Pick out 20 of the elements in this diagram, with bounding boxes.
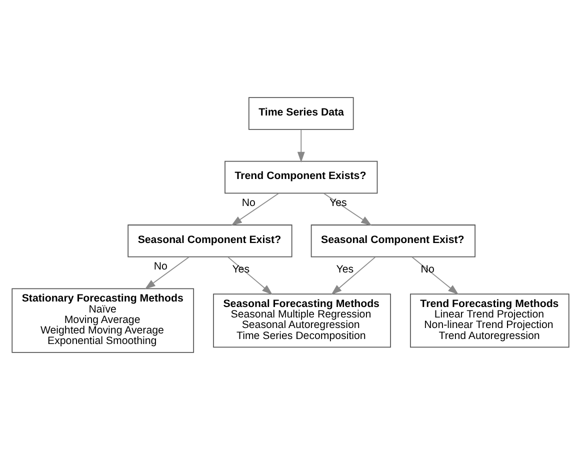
node-box: Stationary Forecasting Methods Naïve Moving Average Weighted Moving Average Exponential Smoothing	[12, 288, 194, 353]
edge-label: No	[154, 260, 168, 273]
node-box: Time Series Data	[248, 97, 354, 130]
node-box: Seasonal Component Exist?	[128, 224, 292, 258]
edge-label: Yes	[330, 196, 347, 209]
node-box: Seasonal Component Exist?	[310, 224, 476, 258]
node-box: Trend Forecasting Methods Linear Trend Projection Non-linear Trend Projection Trend Autoregression	[410, 294, 570, 348]
arrow	[144, 256, 190, 290]
arrow	[297, 129, 305, 163]
node-box: Trend Component Exists?	[224, 160, 378, 194]
arrow	[228, 256, 273, 295]
edge-label: Yes	[336, 263, 354, 276]
edge-label: No	[420, 263, 434, 276]
arrow	[231, 192, 280, 226]
edge-label: No	[242, 196, 256, 209]
arrow	[323, 192, 372, 226]
arrow	[331, 256, 376, 295]
node-box: Seasonal Forecasting Methods Seasonal Multiple Regression Seasonal Autoregression Time Series Decomposition	[213, 294, 391, 348]
arrow	[412, 256, 459, 295]
edge-label: Yes	[232, 263, 250, 276]
